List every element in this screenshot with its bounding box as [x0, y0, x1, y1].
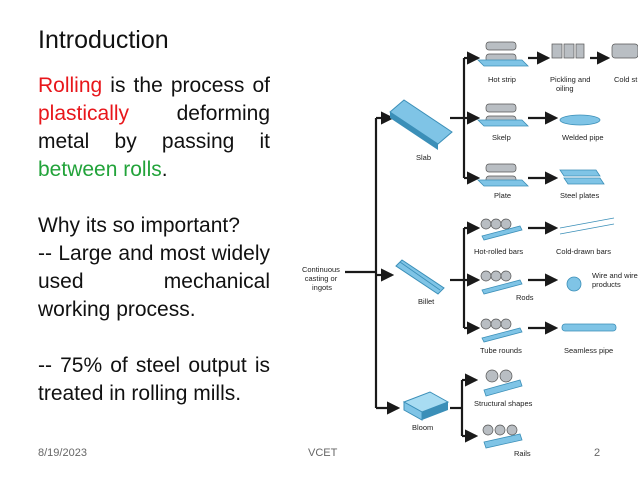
label-steel-plates: Steel plates: [560, 191, 599, 200]
rolling-flow-diagram: Slab Billet Bloom Continuous casting or …: [302, 41, 638, 458]
definition-text-2: deforming metal by passing it: [38, 102, 270, 153]
footer-page-number: 2: [594, 447, 601, 459]
term-between-rolls: between rolls: [38, 158, 162, 181]
term-plastically: plastically: [38, 102, 130, 125]
definition-text-1: is the process of: [102, 74, 270, 97]
label-seamless-pipe: Seamless pipe: [564, 346, 613, 355]
question-line: Why its so important?: [38, 214, 240, 237]
term-rolling: Rolling: [38, 74, 103, 97]
node-label-billet: Billet: [418, 297, 435, 306]
definition-paragraph: Rolling is the process of plastically de…: [38, 72, 270, 184]
label-skelp: Skelp: [492, 133, 511, 142]
slide-title: Introduction: [38, 26, 169, 54]
point-2: -- 75% of steel output is treated in rol…: [38, 354, 270, 405]
mill-stands: [480, 41, 638, 436]
flow-lines: [345, 51, 611, 443]
node-label-bloom: Bloom: [412, 423, 433, 432]
slab-illustration: [389, 99, 453, 150]
label-cold-strip: Cold st: [614, 75, 638, 84]
label-hot-strip: Hot strip: [488, 75, 516, 84]
label-structural-shapes: Structural shapes: [474, 399, 533, 408]
footer-center: VCET: [308, 447, 338, 459]
label-plate: Plate: [494, 191, 511, 200]
point-1: -- Large and most widely used mechanical…: [38, 242, 270, 321]
steel-products: [477, 59, 617, 449]
slide-body: Rolling is the process of plastically de…: [38, 72, 270, 408]
footer-date: 8/19/2023: [38, 447, 87, 459]
label-tube-rounds: Tube rounds: [480, 346, 522, 355]
label-hot-rolled-bars: Hot-rolled bars: [474, 247, 523, 256]
bloom-illustration: [402, 391, 450, 421]
label-cold-drawn-bars: Cold-drawn bars: [556, 247, 611, 256]
definition-text-3: .: [161, 158, 168, 181]
source-label: Continuous casting or ingots: [302, 265, 342, 292]
billet-illustration: [395, 259, 445, 295]
label-welded-pipe: Welded pipe: [562, 133, 604, 142]
label-rails: Rails: [514, 449, 531, 458]
label-rods: Rods: [516, 293, 534, 302]
node-label-slab: Slab: [416, 153, 431, 162]
